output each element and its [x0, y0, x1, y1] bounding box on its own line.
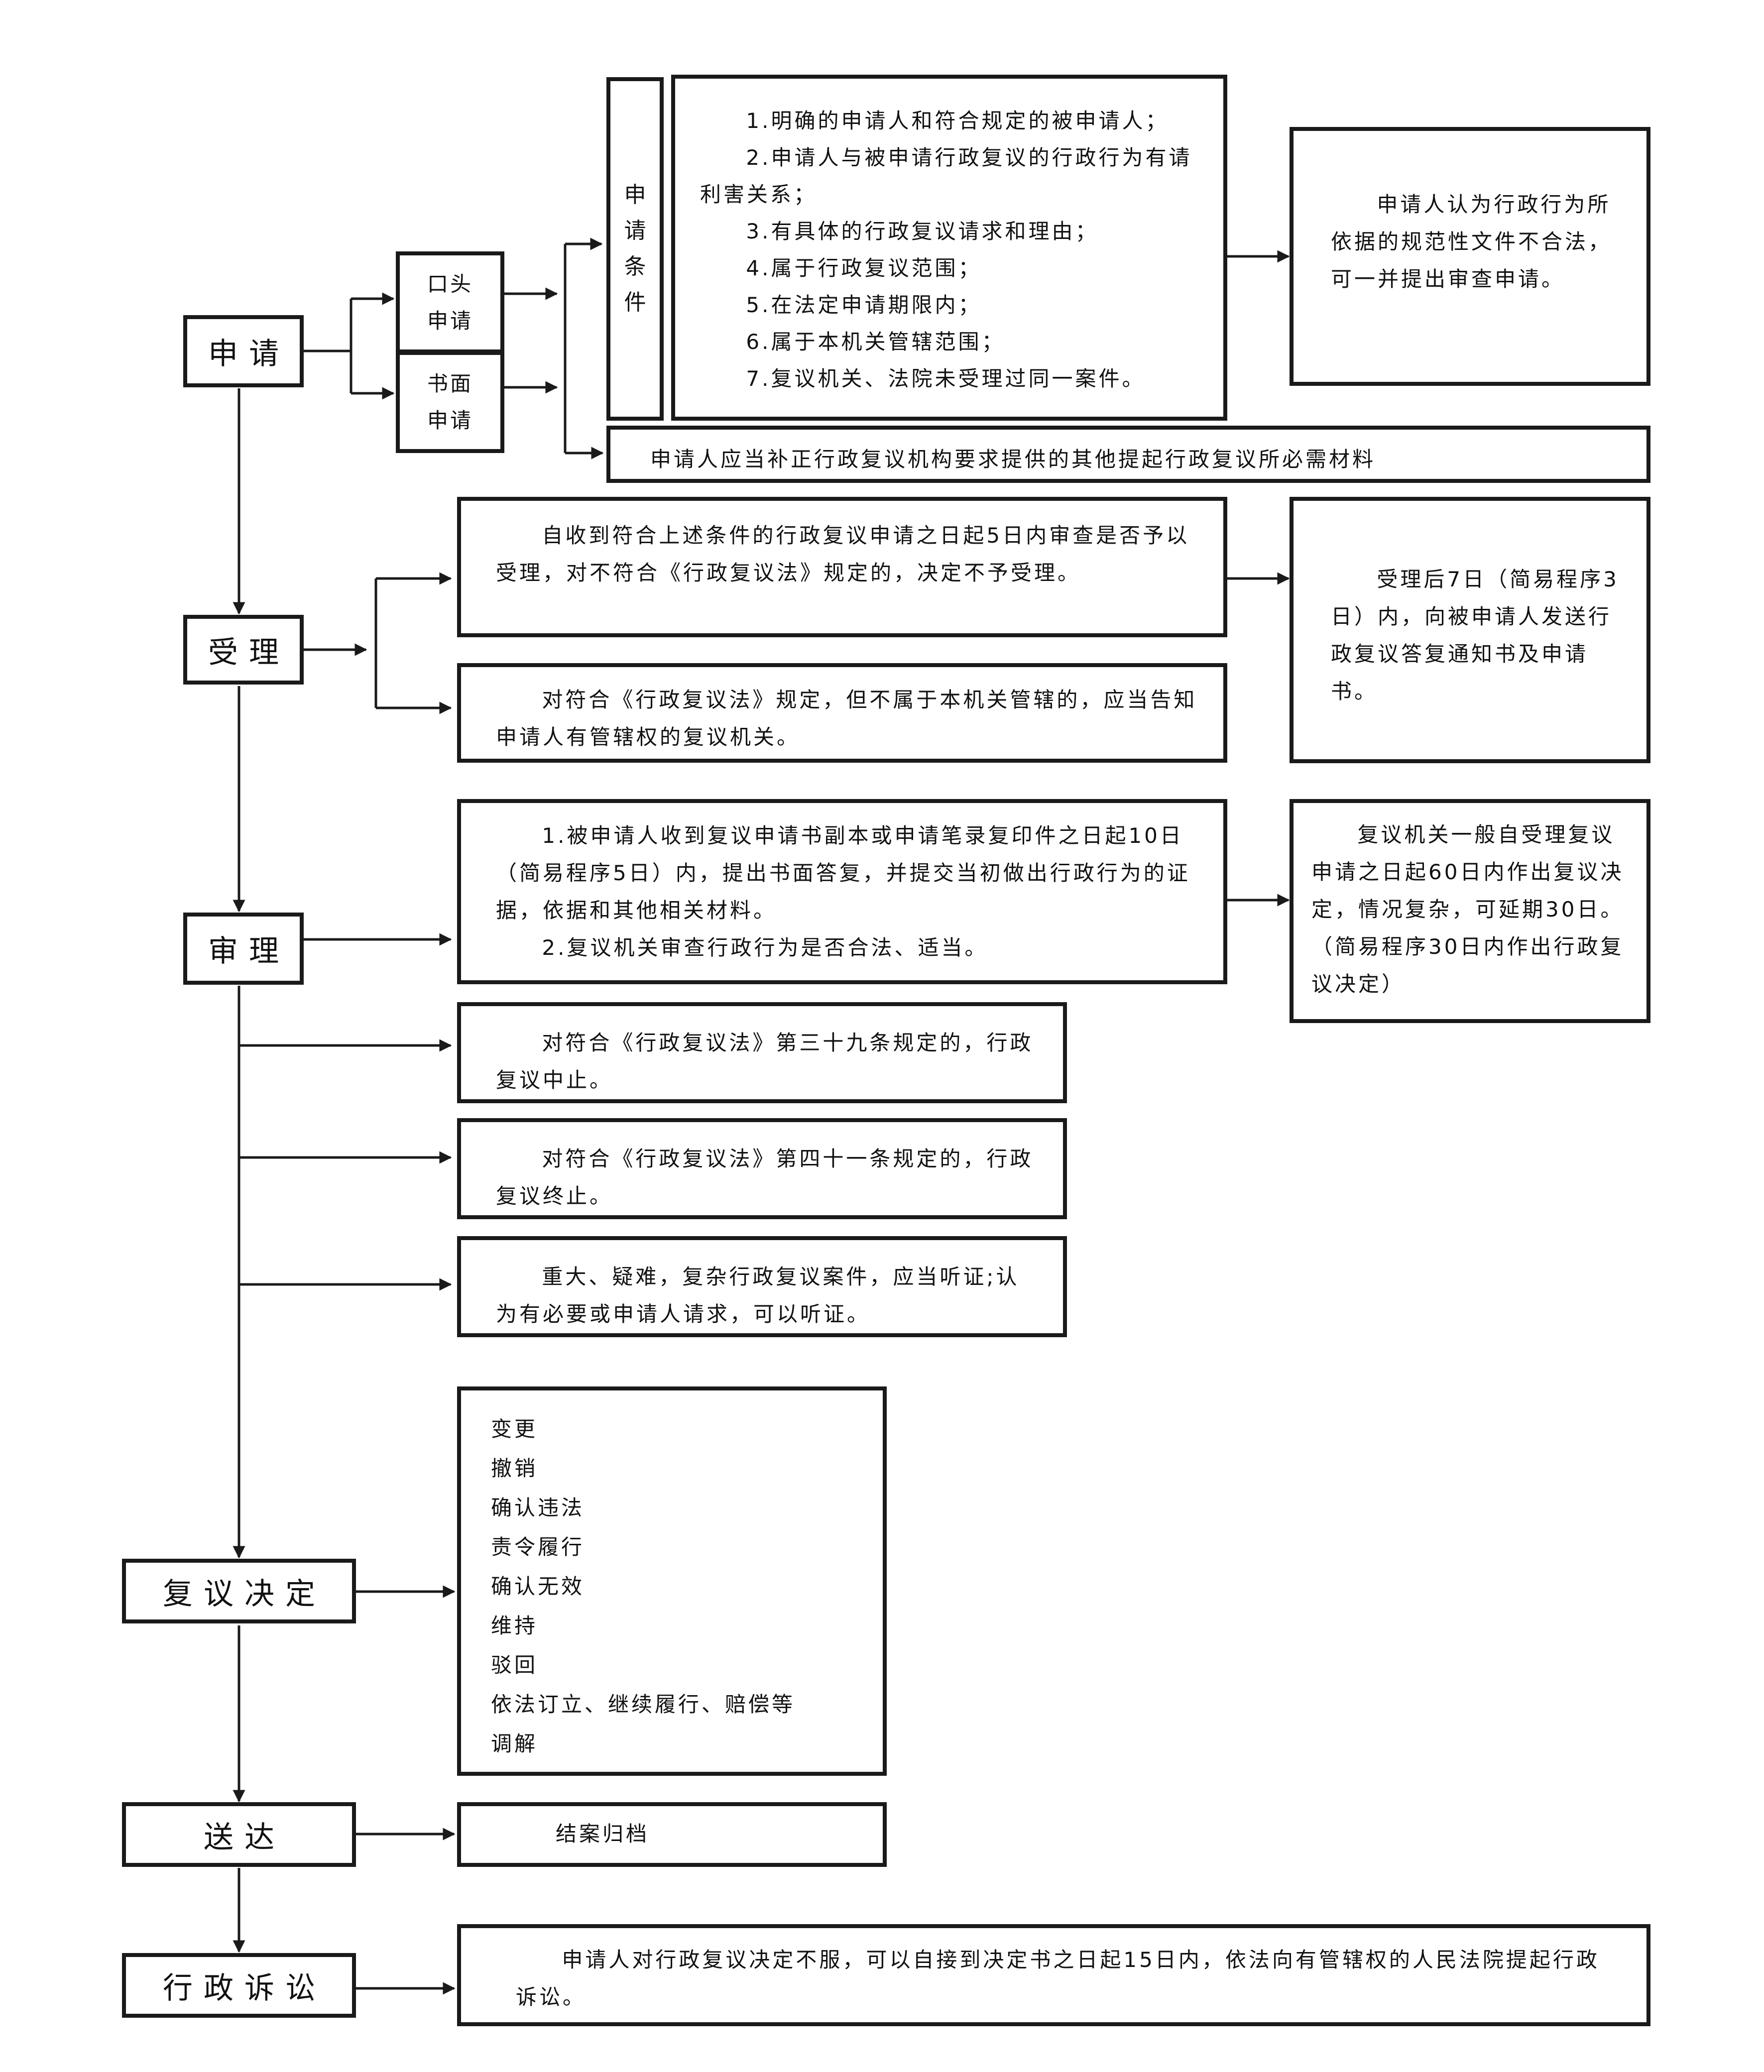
trial-item: 1.被申请人收到复议申请书副本或申请笔录复印件之日起10日（简易程序5日）内，提…: [496, 823, 1190, 922]
litigation-box: 申请人对行政复议决定不服，可以自接到决定书之日起15日内，依法向有管辖权的人民法…: [457, 1924, 1650, 2026]
decision-type-item: 变更: [491, 1417, 538, 1441]
decision-type-item: 确认无效: [491, 1574, 585, 1599]
stage-apply: 申请: [183, 315, 304, 387]
normative-review-text: 申请人认为行政行为所依据的规范性文件不合法，可一并提出审查申请。: [1331, 192, 1612, 291]
trial-box: 1.被申请人收到复议申请书副本或申请笔录复印件之日起10日（简易程序5日）内，提…: [457, 799, 1227, 984]
supplement-box: 申请人应当补正行政复议机构要求提供的其他提起行政复议所必需材料: [606, 426, 1650, 483]
method-written-line2: 申请: [427, 408, 473, 433]
stage-review-label: 审理: [208, 934, 290, 969]
trial-item: 2.复议机关审查行政行为是否合法、适当。: [542, 935, 988, 960]
deadline-text: 复议机关一般自受理复议申请之日起60日内作出复议决定，情况复杂，可延期30日。（…: [1311, 822, 1624, 996]
notify-text: 受理后7日（简易程序3日）内，向被申请人发送行政复议答复通知书及申请书。: [1331, 567, 1619, 703]
deadline-box: 复议机关一般自受理复议申请之日起60日内作出复议决定，情况复杂，可延期30日。（…: [1290, 799, 1650, 1023]
conditions-label-char: 件: [624, 290, 646, 315]
stage-litigation-label: 行政诉讼: [163, 1970, 326, 2006]
conditions-box: 1.明确的申请人和符合规定的被申请人； 2.申请人与被申请行政复议的行政行为有请…: [671, 75, 1227, 421]
conditions-label-char: 申: [624, 182, 646, 208]
stage-decision-label: 复议决定: [163, 1576, 326, 1612]
terminate-box: 对符合《行政复议法》第四十一条规定的，行政复议终止。: [457, 1118, 1067, 1219]
method-oral-line1: 口头: [427, 271, 473, 296]
normative-review-box: 申请人认为行政行为所依据的规范性文件不合法，可一并提出审查申请。: [1290, 127, 1650, 386]
condition-item: 5.在法定申请期限内；: [746, 293, 982, 317]
condition-item: 2.申请人与被申请行政复议的行政行为有请利害关系；: [700, 145, 1192, 207]
condition-item: 7.复议机关、法院未受理过同一案件。: [746, 366, 1146, 391]
decision-type-item: 撤销: [491, 1456, 538, 1481]
conditions-label-box: 申 请 条 件: [606, 77, 664, 421]
hearing-text: 重大、疑难，复杂行政复议案件，应当听证;认为有必要或申请人请求，可以听证。: [496, 1265, 1020, 1326]
stage-litigation: 行政诉讼: [122, 1953, 356, 2018]
conditions-label-char: 条: [624, 254, 646, 279]
terminate-text: 对符合《行政复议法》第四十一条规定的，行政复议终止。: [496, 1147, 1034, 1208]
decision-type-item: 依法订立、继续履行、赔偿等: [491, 1692, 796, 1717]
decision-type-item: 维持: [491, 1613, 538, 1638]
stage-review: 审理: [183, 913, 304, 985]
stage-decision: 复议决定: [122, 1559, 356, 1623]
decision-types-box: 变更 撤销 确认违法 责令履行 确认无效 维持 驳回 依法订立、继续履行、赔偿等…: [457, 1386, 887, 1776]
not-jurisdiction-box: 对符合《行政复议法》规定，但不属于本机关管辖的，应当告知申请人有管辖权的复议机关…: [457, 663, 1227, 763]
suspend-box: 对符合《行政复议法》第三十九条规定的，行政复议中止。: [457, 1002, 1067, 1103]
decision-type-item: 确认违法: [491, 1496, 585, 1520]
decision-type-item: 责令履行: [491, 1535, 585, 1559]
acceptance-review-box: 自收到符合上述条件的行政复议申请之日起5日内审查是否予以受理，对不符合《行政复议…: [457, 497, 1227, 637]
stage-accept-label: 受理: [208, 635, 290, 670]
decision-type-item: 驳回: [491, 1653, 538, 1677]
not-jurisdiction-text: 对符合《行政复议法》规定，但不属于本机关管辖的，应当告知申请人有管辖权的复议机关…: [496, 688, 1197, 749]
stage-apply-label: 申请: [208, 337, 290, 371]
suspend-text: 对符合《行政复议法》第三十九条规定的，行政复议中止。: [496, 1031, 1034, 1092]
condition-item: 4.属于行政复议范围；: [746, 256, 982, 280]
decision-type-item: 调解: [491, 1731, 538, 1756]
hearing-box: 重大、疑难，复杂行政复议案件，应当听证;认为有必要或申请人请求，可以听证。: [457, 1236, 1067, 1337]
stage-deliver: 送达: [122, 1802, 356, 1867]
acceptance-review-text: 自收到符合上述条件的行政复议申请之日起5日内审查是否予以受理，对不符合《行政复议…: [496, 523, 1190, 585]
litigation-text: 申请人对行政复议决定不服，可以自接到决定书之日起15日内，依法向有管辖权的人民法…: [516, 1948, 1600, 2009]
conditions-label-char: 请: [624, 218, 646, 243]
method-oral-line2: 申请: [427, 308, 473, 333]
archive-text: 结案归档: [556, 1822, 650, 1846]
notify-box: 受理后7日（简易程序3日）内，向被申请人发送行政复议答复通知书及申请书。: [1290, 497, 1650, 763]
method-oral: 口头 申请: [396, 251, 504, 353]
method-written: 书面 申请: [396, 351, 504, 453]
condition-item: 3.有具体的行政复议请求和理由；: [746, 219, 1099, 243]
supplement-text: 申请人应当补正行政复议机构要求提供的其他提起行政复议所必需材料: [650, 447, 1376, 471]
stage-accept: 受理: [183, 615, 304, 685]
stage-deliver-label: 送达: [204, 1820, 285, 1855]
method-written-line1: 书面: [427, 371, 473, 396]
condition-item: 1.明确的申请人和符合规定的被申请人；: [746, 109, 1169, 133]
archive-box: 结案归档: [457, 1802, 887, 1867]
condition-item: 6.属于本机关管辖范围；: [746, 330, 1005, 354]
